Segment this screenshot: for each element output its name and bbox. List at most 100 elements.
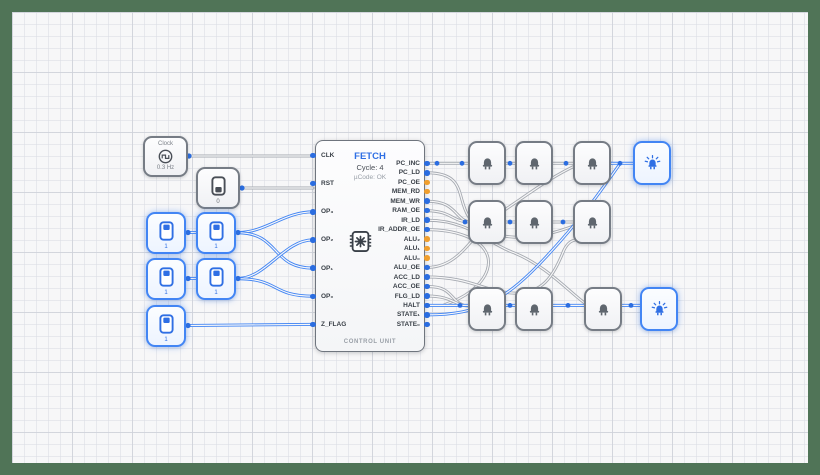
toggle-switch-icon [210, 175, 226, 196]
switch-value: 0 [216, 199, 220, 205]
cu-output-port[interactable] [424, 312, 430, 318]
toggle-switch-icon [158, 220, 174, 241]
cu-input-label: OP₀ [321, 292, 334, 300]
led-indicator-lit[interactable] [640, 287, 678, 331]
cu-output-label: ACC_LD [393, 273, 420, 281]
led-icon [587, 157, 597, 169]
cu-input-label: OP₁ [321, 264, 334, 272]
cu-input-label: CLK [321, 152, 335, 159]
clock-component[interactable]: Clock 0.3 Hz [143, 136, 188, 177]
clock-title: Clock [157, 141, 173, 147]
cu-output-port[interactable] [424, 188, 430, 195]
led-icon [598, 303, 608, 315]
toggle-switch-icon [158, 313, 174, 334]
cu-input-port[interactable] [310, 209, 316, 215]
cu-output-label: IR_ADDR_OE [378, 226, 420, 234]
cu-input-port[interactable] [310, 293, 316, 299]
cu-output-port[interactable] [424, 274, 430, 280]
control-unit-ucode: µCode: OK [353, 174, 387, 181]
cu-output-port[interactable] [424, 160, 430, 167]
cu-output-label: MEM_WR [390, 197, 420, 205]
cu-output-label: ALU₀ [403, 254, 420, 262]
cu-output-port[interactable] [424, 207, 430, 214]
cu-input-label: OP₃ [321, 208, 334, 216]
led-indicator[interactable] [515, 287, 553, 331]
input-switch[interactable]: 1 [196, 258, 236, 300]
input-switch[interactable]: 1 [146, 305, 186, 347]
cu-output-port[interactable] [424, 198, 430, 204]
cu-output-label: ALU_OE [393, 264, 420, 272]
led-indicator[interactable] [468, 287, 506, 331]
switch-value: 1 [164, 337, 168, 343]
cu-output-port[interactable] [424, 179, 430, 185]
cu-output-label: ALU₁ [403, 245, 420, 253]
cu-input-port[interactable] [310, 180, 316, 187]
led-indicator[interactable] [515, 200, 553, 244]
led-lit-icon [651, 300, 667, 315]
toggle-switch-icon [208, 266, 224, 287]
cu-input-label: Z_FLAG [321, 320, 347, 328]
cu-output-label: RAM_OE [392, 207, 420, 215]
cu-output-label: FLG_LD [394, 292, 420, 300]
cu-input-label: OP₂ [321, 236, 334, 244]
cu-output-label: STATE₁ [396, 311, 420, 319]
led-indicator[interactable] [573, 200, 611, 244]
clock-wave-icon [158, 149, 173, 164]
led-icon [529, 303, 539, 315]
led-icon [482, 303, 492, 315]
input-switch[interactable]: 1 [146, 258, 186, 300]
led-indicator-lit[interactable] [633, 141, 671, 185]
cu-output-port[interactable] [424, 293, 430, 299]
cu-output-port[interactable] [424, 226, 430, 233]
led-icon [529, 157, 539, 169]
led-indicator[interactable] [584, 287, 622, 331]
cu-output-label: STATE₀ [396, 320, 420, 328]
cu-output-label: ACC_OE [392, 283, 420, 291]
cu-output-port[interactable] [424, 217, 430, 223]
cu-output-port[interactable] [424, 321, 430, 328]
switch-value: 1 [164, 290, 168, 296]
cu-output-port[interactable] [424, 170, 430, 176]
cu-output-label: PC_OE [397, 178, 420, 186]
cu-output-label: HALT [403, 302, 420, 309]
cu-output-label: PC_INC [396, 159, 420, 167]
cu-output-port[interactable] [424, 264, 430, 271]
cu-input-port[interactable] [310, 152, 316, 159]
cu-output-label: PC_LD [398, 169, 420, 177]
led-indicator[interactable] [573, 141, 611, 185]
input-switch[interactable]: 1 [196, 212, 236, 254]
cu-output-port[interactable] [424, 236, 430, 242]
cu-output-port[interactable] [424, 283, 430, 290]
toggle-switch-icon [158, 266, 174, 287]
switch-value: 1 [214, 244, 218, 250]
switch-value: 1 [214, 290, 218, 296]
switch-value: 1 [164, 244, 168, 250]
control-unit-state: FETCH [354, 151, 386, 162]
cu-output-label: ALU₂ [403, 235, 420, 243]
cu-input-port[interactable] [310, 321, 316, 328]
led-icon [529, 216, 539, 228]
led-indicator[interactable] [468, 200, 506, 244]
cu-output-port[interactable] [424, 302, 430, 309]
cu-output-port[interactable] [424, 245, 430, 252]
microchip-icon [349, 231, 372, 252]
led-icon [587, 216, 597, 228]
input-switch[interactable]: 1 [146, 212, 186, 254]
cu-output-label: IR_LD [401, 216, 420, 224]
control-unit-component[interactable]: FETCH Cycle: 4 µCode: OK CONTROL UNIT [315, 140, 425, 352]
led-lit-icon [644, 154, 660, 169]
led-indicator[interactable] [515, 141, 553, 185]
cu-input-port[interactable] [310, 237, 316, 243]
clock-frequency: 0.3 Hz [156, 165, 175, 171]
cu-output-port[interactable] [424, 255, 430, 261]
reset-switch[interactable]: 0 [196, 167, 240, 209]
cu-input-port[interactable] [310, 265, 316, 271]
toggle-switch-icon [208, 220, 224, 241]
cu-output-label: MEM_RD [391, 188, 420, 196]
led-icon [482, 216, 492, 228]
led-indicator[interactable] [468, 141, 506, 185]
control-unit-footer: CONTROL UNIT [343, 339, 397, 345]
cu-input-label: RST [321, 180, 334, 188]
